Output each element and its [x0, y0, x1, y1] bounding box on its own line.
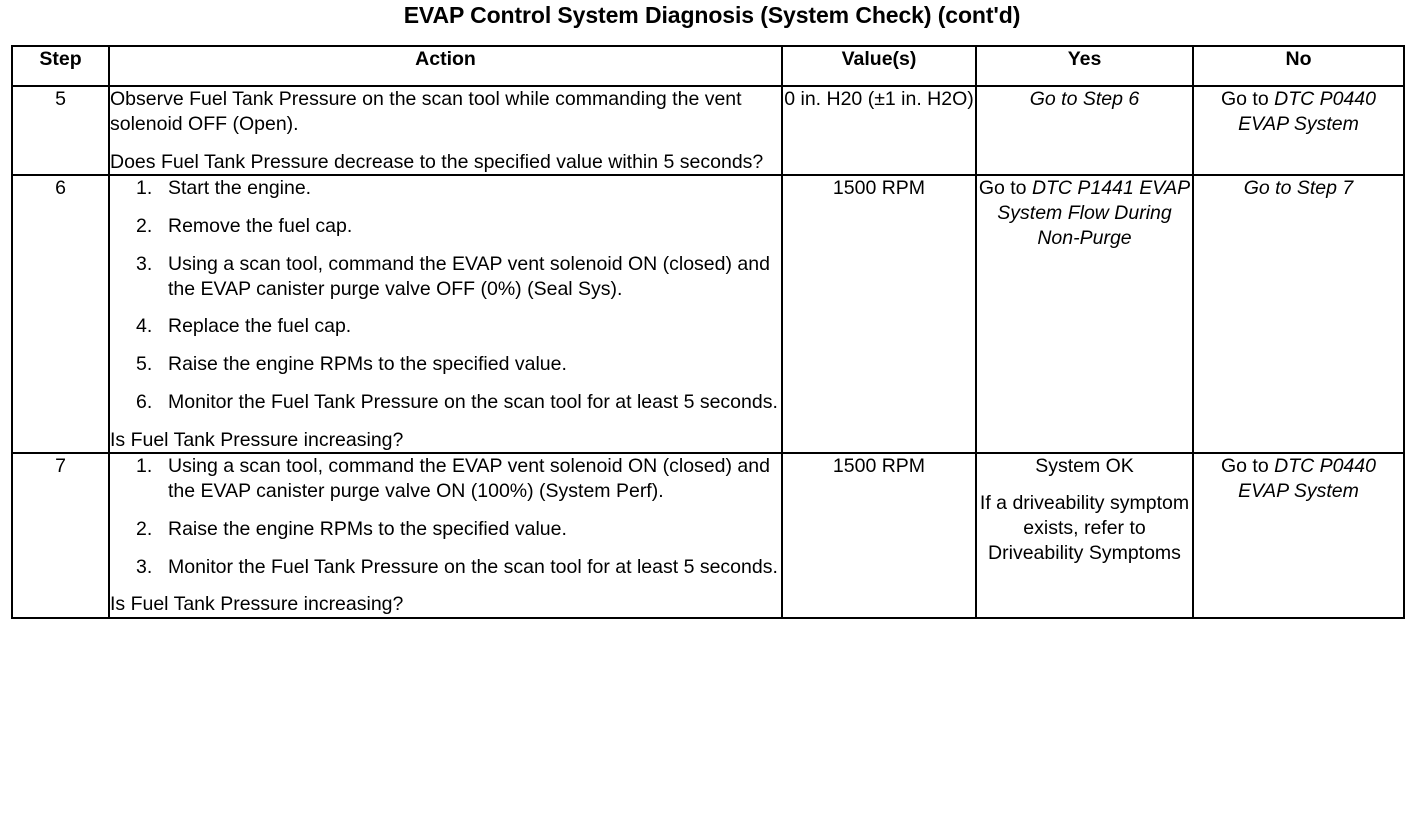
value-cell: 0 in. H20 (±1 in. H2O): [781, 84, 977, 177]
list-item-text: Raise the engine RPMs to the specified v…: [168, 353, 567, 375]
list-item-text: Remove the fuel cap.: [168, 215, 353, 237]
list-item-text: Replace the fuel cap.: [168, 315, 352, 338]
action-question: Is Fuel Tank Pressure increasing?: [110, 593, 404, 616]
action-step-list: 1. Start the engine. 2. Remove the fuel …: [110, 176, 781, 414]
list-item: 3. Monitor the Fuel Tank Pressure on the…: [110, 555, 781, 580]
list-item: 2. Raise the engine RPMs to the specifie…: [110, 517, 781, 542]
yes-reference: Go to Step 6: [1029, 88, 1140, 110]
list-item: 2. Remove the fuel cap.: [110, 214, 781, 239]
list-item-text: Monitor the Fuel Tank Pressure on the sc…: [168, 390, 778, 413]
column-header-action: Action: [108, 45, 783, 87]
yes-note: If a driveability symptom exists, refer …: [979, 492, 1190, 564]
value-cell: 1500 RPM: [781, 174, 977, 455]
action-question: Is Fuel Tank Pressure increasing?: [110, 428, 404, 451]
spacer: [977, 479, 1192, 491]
no-cell: Go to Step 7: [1192, 174, 1405, 455]
action-cell: 1. Start the engine. 2. Remove the fuel …: [108, 174, 783, 455]
list-item-number: 4.: [136, 315, 153, 338]
yes-reference: DTC P1441 EVAP System Flow During Non-Pu…: [997, 177, 1191, 249]
list-item-text: Using a scan tool, command the EVAP vent…: [168, 455, 770, 502]
action-step-list: 1. Using a scan tool, command the EVAP v…: [110, 454, 781, 579]
no-reference: Go to Step 7: [1243, 177, 1354, 200]
yes-cell: System OK If a driveability symptom exis…: [975, 452, 1194, 619]
yes-cell: Go to DTC P1441 EVAP System Flow During …: [975, 174, 1194, 455]
list-item-text: Start the engine.: [168, 177, 312, 200]
table-header-row: Step Action Value(s) Yes No: [11, 45, 1405, 87]
list-item-number: 1.: [136, 177, 153, 200]
action-cell: 1. Using a scan tool, command the EVAP v…: [108, 452, 783, 619]
page-title: EVAP Control System Diagnosis (System Ch…: [403, 2, 1021, 28]
list-item: 4. Replace the fuel cap.: [110, 314, 781, 339]
list-item: 1. Using a scan tool, command the EVAP v…: [110, 454, 781, 504]
list-item-number: 3.: [136, 252, 153, 275]
list-item-text: Raise the engine RPMs to the specified v…: [168, 517, 567, 540]
list-item-number: 1.: [136, 455, 153, 478]
column-header-step: Step: [11, 45, 110, 87]
no-prefix: Go to: [1220, 88, 1275, 110]
step-number: 5: [11, 84, 110, 177]
action-paragraph: Observe Fuel Tank Pressure on the scan t…: [110, 88, 742, 135]
yes-cell: Go to Step 6: [975, 84, 1194, 177]
yes-status: System OK: [1035, 455, 1134, 478]
no-prefix: Go to: [1220, 455, 1275, 478]
no-cell: Go to DTC P0440 EVAP System: [1192, 84, 1405, 177]
list-item: 1. Start the engine.: [110, 176, 781, 201]
list-item-text: Monitor the Fuel Tank Pressure on the sc…: [168, 555, 778, 578]
action-cell: Observe Fuel Tank Pressure on the scan t…: [108, 84, 783, 177]
list-item-text: Using a scan tool, command the EVAP vent…: [168, 252, 770, 300]
table-row: 6 1. Start the engine. 2. Remove the fue…: [11, 174, 1405, 455]
no-reference: DTC P0440 EVAP System: [1238, 455, 1376, 502]
list-item-number: 2.: [136, 517, 153, 540]
list-item-number: 2.: [136, 215, 153, 237]
list-item: 3. Using a scan tool, command the EVAP v…: [110, 252, 781, 302]
no-reference: DTC P0440 EVAP System: [1238, 88, 1376, 135]
evap-diagnosis-table: Step Action Value(s) Yes No 5 Observe Fu…: [11, 45, 1405, 619]
column-header-no: No: [1192, 45, 1405, 87]
column-header-value: Value(s): [781, 45, 977, 87]
yes-prefix: Go to: [978, 177, 1032, 200]
table-row: 5 Observe Fuel Tank Pressure on the scan…: [11, 84, 1405, 177]
list-item-number: 3.: [136, 555, 153, 578]
step-number: 7: [11, 452, 110, 619]
value-cell: 1500 RPM: [781, 452, 977, 619]
list-item-number: 6.: [136, 390, 153, 413]
list-item: 6. Monitor the Fuel Tank Pressure on the…: [110, 390, 781, 415]
table-row: 7 1. Using a scan tool, command the EVAP…: [11, 452, 1405, 619]
action-question: Does Fuel Tank Pressure decrease to the …: [110, 150, 764, 173]
column-header-yes: Yes: [975, 45, 1194, 87]
list-item-number: 5.: [136, 353, 153, 375]
no-cell: Go to DTC P0440 EVAP System: [1192, 452, 1405, 619]
list-item: 5. Raise the engine RPMs to the specifie…: [110, 352, 781, 377]
step-number: 6: [11, 174, 110, 455]
